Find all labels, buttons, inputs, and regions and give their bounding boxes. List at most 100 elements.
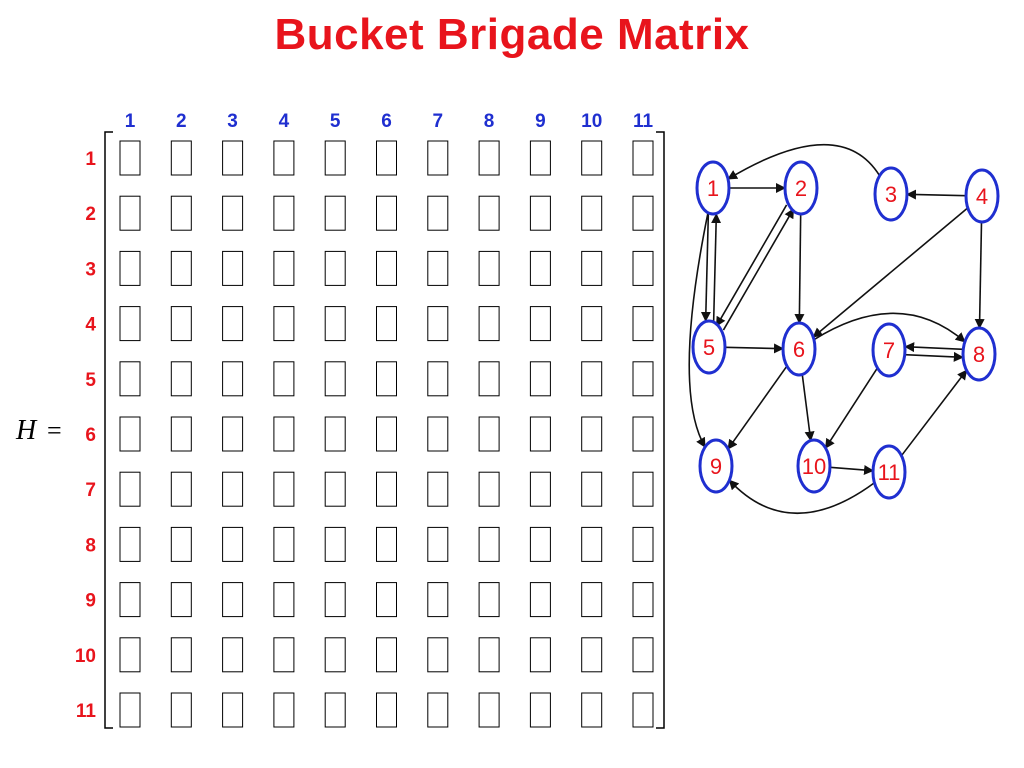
matrix-cell: [478, 526, 500, 562]
node-2: 2: [783, 160, 819, 216]
edge-11-to-8: [900, 369, 968, 457]
matrix-cell: [324, 582, 346, 618]
node-5: 5: [691, 319, 727, 375]
matrix-cell: [273, 416, 295, 452]
matrix-cell: [119, 692, 141, 728]
column-label: 11: [633, 111, 654, 132]
matrix-cell: [529, 471, 551, 507]
node-circle: [873, 166, 909, 222]
matrix-cell: [581, 306, 603, 342]
matrix-cell: [376, 582, 397, 618]
matrix-cell: [324, 306, 346, 342]
column-label: 7: [433, 111, 444, 132]
node-1: 1: [695, 160, 731, 216]
matrix-cell: [222, 471, 244, 507]
matrix-cell: [427, 195, 449, 231]
left-bracket: [104, 131, 113, 729]
matrix-cell: [427, 471, 449, 507]
matrix-cell: [222, 637, 244, 673]
column-label: 2: [176, 111, 187, 132]
matrix-cells: [119, 140, 654, 728]
row-label: 1: [85, 149, 96, 170]
matrix-cell: [376, 140, 397, 176]
matrix-cell: [581, 140, 603, 176]
edge-6-to-8: [813, 312, 966, 343]
matrix-cell: [581, 692, 603, 728]
node-11: 11: [871, 444, 907, 500]
node-label: 10: [802, 454, 826, 479]
node-circle: [961, 326, 997, 382]
page-title: Bucket Brigade Matrix: [274, 10, 750, 59]
matrix-cell: [222, 361, 244, 397]
edge-7-to-8: [904, 351, 964, 362]
matrix-cell: [119, 582, 141, 618]
matrix-cell: [376, 306, 397, 342]
matrix-cell: [222, 582, 244, 618]
matrix-cell: [632, 361, 654, 397]
matrix-cell: [478, 306, 500, 342]
matrix-cell: [170, 471, 192, 507]
column-label: 10: [581, 111, 602, 132]
matrix-cell: [529, 526, 551, 562]
matrix-cell: [632, 637, 654, 673]
edge-5-to-6: [724, 343, 785, 354]
matrix-cell: [170, 306, 192, 342]
row-label: 7: [85, 480, 96, 501]
matrix-cell: [324, 637, 346, 673]
matrix-cell: [478, 471, 500, 507]
matrix-cell: [170, 582, 192, 618]
matrix-cell: [427, 250, 449, 286]
node-label: 6: [793, 337, 805, 362]
matrix-cell: [324, 692, 346, 728]
matrix-cell: [529, 361, 551, 397]
node-label: 8: [973, 342, 985, 367]
matrix-cell: [119, 250, 141, 286]
matrix-cell: [119, 195, 141, 231]
matrix-cell: [632, 195, 654, 231]
matrix-cell: [119, 306, 141, 342]
matrix-cell: [376, 637, 397, 673]
matrix-cell: [529, 140, 551, 176]
matrix-cell: [170, 526, 192, 562]
column-label: 5: [330, 111, 341, 132]
edge-7-to-10: [824, 367, 879, 449]
matrix-cell: [170, 361, 192, 397]
edge-5-to-2: [722, 208, 795, 331]
node-circle: [691, 319, 727, 375]
node-label: 3: [885, 182, 897, 207]
matrix-cell: [170, 195, 192, 231]
matrix-cell: [478, 195, 500, 231]
matrix-cell: [222, 140, 244, 176]
right-bracket: [656, 131, 665, 729]
matrix-cell: [427, 582, 449, 618]
matrix-cell: [119, 140, 141, 176]
row-label: 11: [76, 701, 97, 722]
matrix-cell: [632, 471, 654, 507]
edge-1-to-5: [700, 213, 711, 322]
matrix-cell: [581, 250, 603, 286]
edge-5-to-1: [711, 213, 722, 322]
matrix-cell: [273, 692, 295, 728]
matrix-name: H: [15, 415, 38, 446]
matrix-cell: [119, 361, 141, 397]
matrix-cell: [273, 361, 295, 397]
matrix-cell: [222, 306, 244, 342]
node-circle: [871, 444, 907, 500]
node-label: 11: [878, 460, 901, 485]
edge-10-to-11: [829, 465, 875, 475]
node-4: 4: [964, 168, 1000, 224]
matrix-cell: [376, 471, 397, 507]
column-label: 9: [535, 111, 546, 132]
matrix-equals: =: [47, 416, 62, 445]
column-label: 4: [279, 111, 290, 132]
matrix-cell: [632, 582, 654, 618]
node-circle: [695, 160, 731, 216]
matrix-cell: [119, 637, 141, 673]
matrix-cell: [376, 195, 397, 231]
node-label: 9: [710, 454, 722, 479]
matrix-cell: [376, 361, 397, 397]
matrix-cell: [170, 637, 192, 673]
node-circle: [964, 168, 1000, 224]
